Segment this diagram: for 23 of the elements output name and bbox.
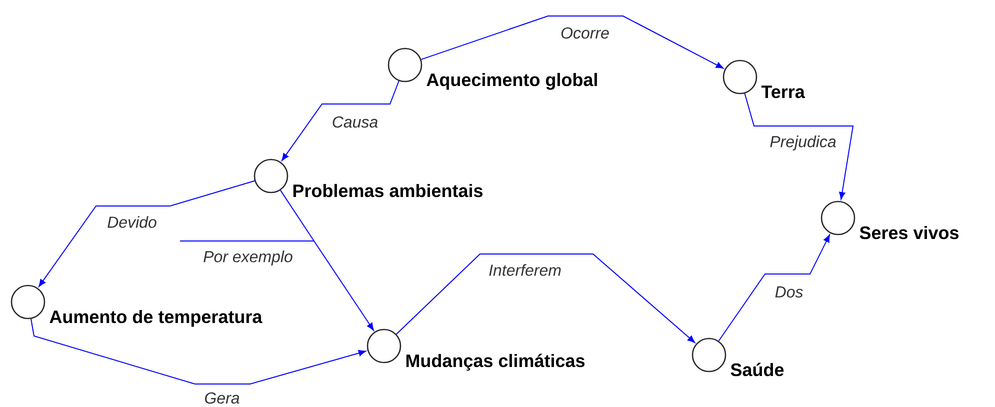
arrow — [718, 234, 830, 342]
concept-label: Terra — [761, 86, 806, 98]
arrow — [180, 190, 374, 331]
edge-label: Interferem — [488, 263, 562, 277]
concept-label: Mudanças climáticas — [406, 354, 585, 371]
concept-label: Saúde — [730, 362, 784, 376]
edge-label: Devido — [106, 215, 158, 229]
concept-label: Aumento de temperatura — [50, 310, 262, 327]
arrow — [30, 318, 366, 384]
arrow — [420, 16, 724, 69]
arrow — [396, 254, 696, 343]
edge-label: Dos — [774, 285, 804, 299]
concept-label: Aquecimento global — [426, 72, 597, 90]
concept-label: Seres vivos — [860, 226, 959, 240]
arrow — [38, 180, 256, 287]
edge-label: Ocorre — [560, 26, 610, 40]
edge-label: Prejudica — [768, 134, 838, 152]
edge-label: Causa — [330, 115, 380, 129]
edge-label: Por exemplo — [202, 250, 294, 266]
arrow — [282, 80, 400, 161]
concept-label: Problemas ambientais — [293, 184, 483, 198]
edge-label: Gera — [203, 391, 241, 405]
arrow — [744, 92, 854, 200]
